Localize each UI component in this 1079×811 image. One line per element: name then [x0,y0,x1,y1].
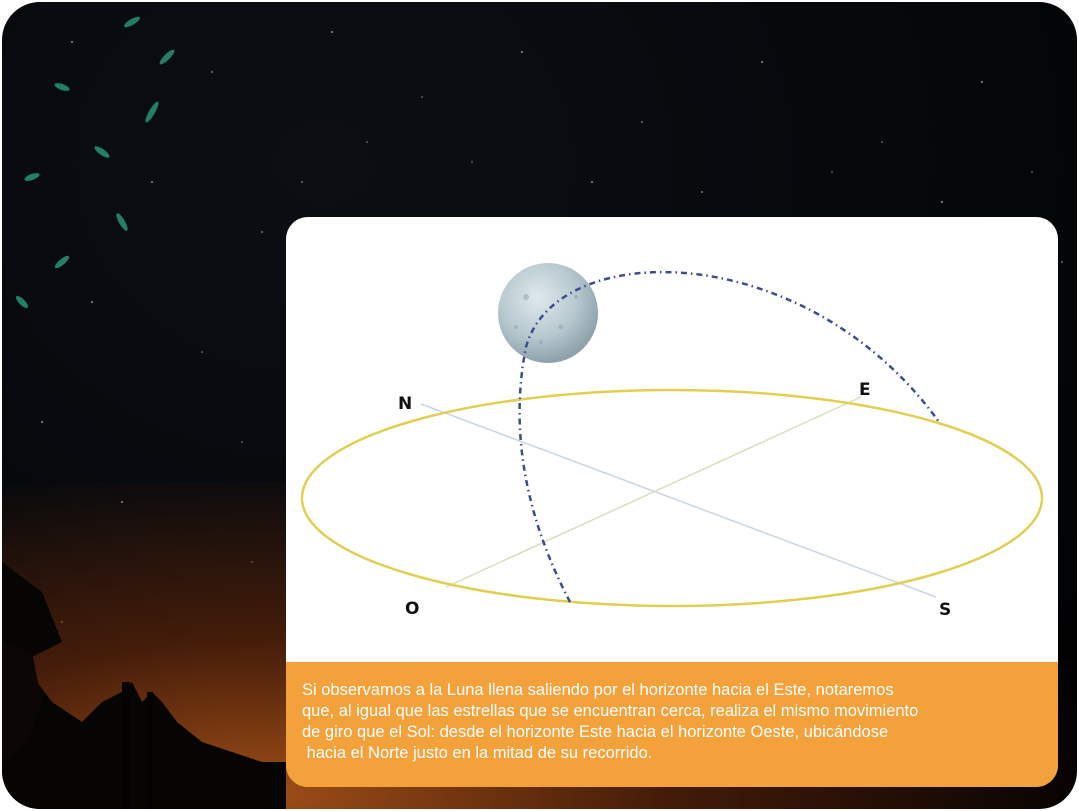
north-label: N [398,394,412,414]
moon-trajectory [518,270,941,603]
caption-line: Si observamos a la Luna llena saliendo p… [302,681,894,699]
moon-path-diagram: N E O S [300,263,1044,620]
caption-line: que, al igual que las estrellas que se e… [302,702,919,720]
caption-line: de giro que el Sol: desde el horizonte E… [302,723,889,741]
east-west-line [445,396,862,588]
horizon-ellipse [300,388,1044,608]
south-label: S [939,600,951,620]
east-label: E [859,380,871,400]
caption-line: hacia el Norte justo en la mitad de su r… [302,744,653,762]
full-moon [498,263,598,363]
diagram-panel: N E O S Si observamos a la Luna llena sa… [286,217,1058,787]
caption-box: Si observamos a la Luna llena saliendo p… [286,662,1058,787]
west-label: O [405,599,419,619]
caption-text: Si observamos a la Luna llena saliendo p… [302,680,1042,764]
north-south-line [420,403,937,598]
